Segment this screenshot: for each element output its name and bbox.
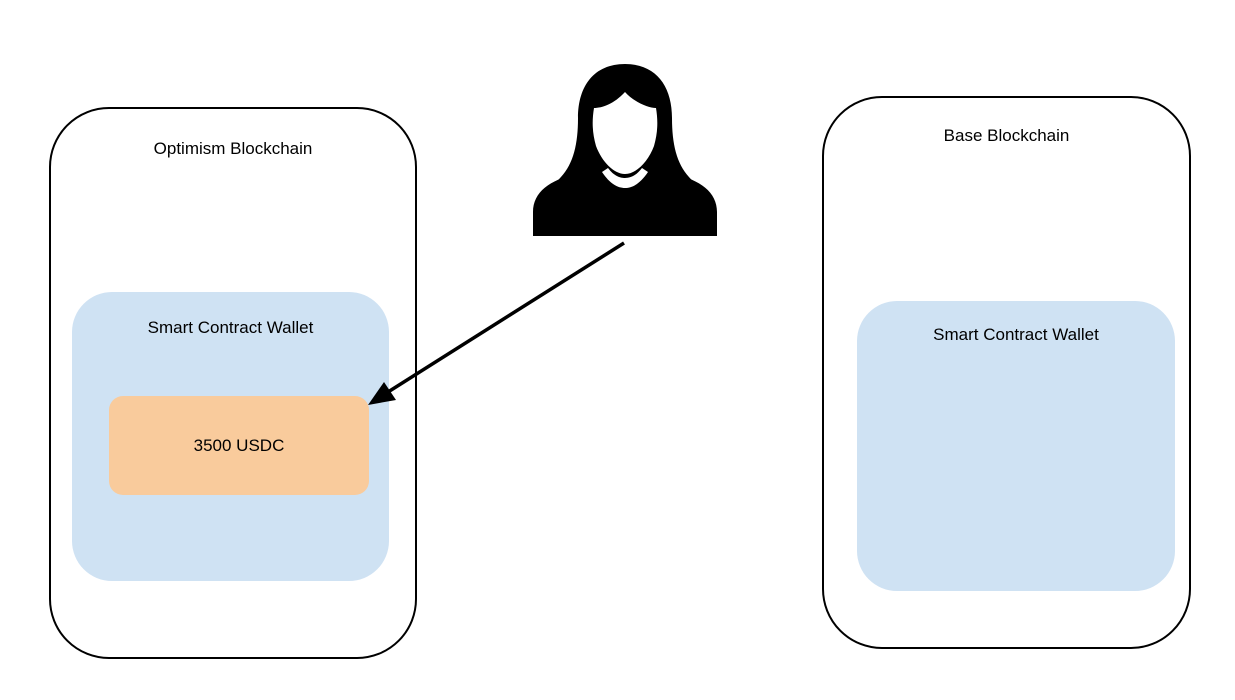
- usdc-balance-label: 3500 USDC: [193, 435, 285, 455]
- user-collar: [602, 168, 648, 188]
- base-blockchain-title: Base Blockchain: [943, 126, 1070, 145]
- optimism-smart-contract-wallet: Smart Contract Wallet 3500 USDC: [72, 292, 389, 581]
- optimism-blockchain-title: Optimism Blockchain: [153, 139, 313, 158]
- optimism-wallet-title: Smart Contract Wallet: [147, 318, 314, 337]
- woman-user-icon: [533, 64, 717, 236]
- base-smart-contract-wallet: Smart Contract Wallet: [857, 301, 1175, 591]
- base-wallet-title: Smart Contract Wallet: [933, 325, 1099, 344]
- transfer-arrow-line: [387, 241, 625, 394]
- usdc-balance-box: 3500 USDC: [109, 396, 369, 495]
- base-blockchain-box: Base Blockchain Smart Contract Wallet: [822, 96, 1191, 649]
- user-face: [592, 92, 658, 174]
- optimism-blockchain-box: Optimism Blockchain Smart Contract Walle…: [49, 107, 417, 659]
